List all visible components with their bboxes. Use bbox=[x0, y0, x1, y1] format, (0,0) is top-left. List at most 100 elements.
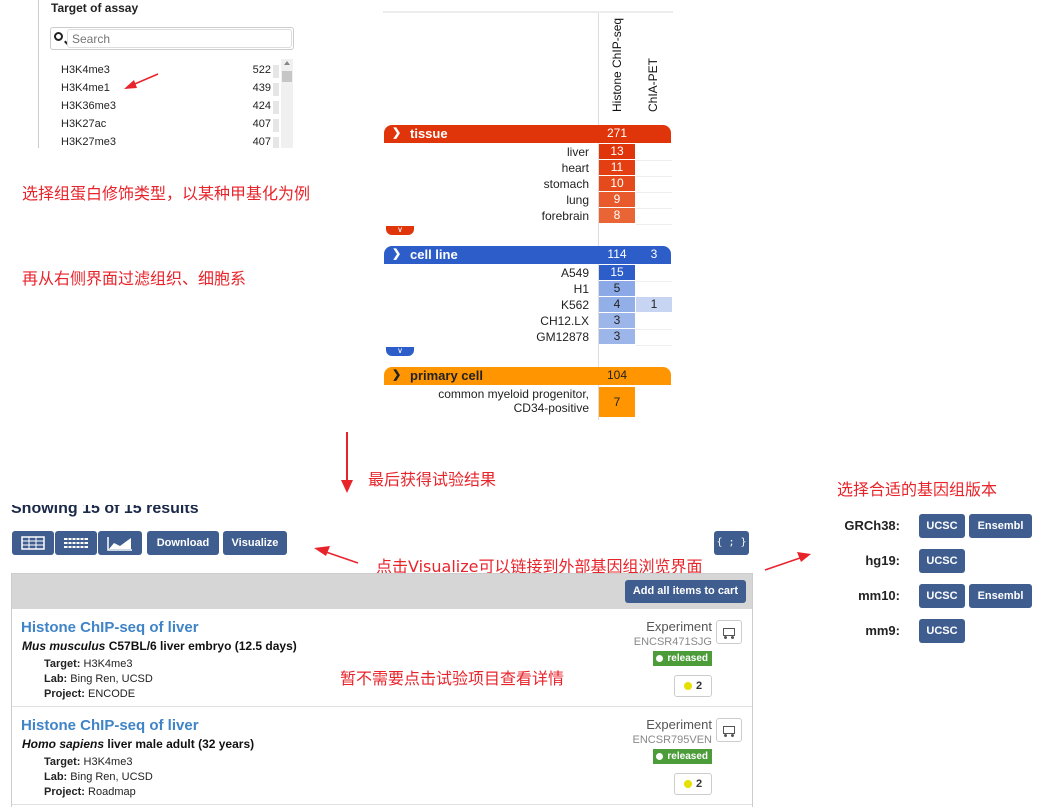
audit-warning-icon bbox=[683, 780, 692, 788]
matrix-cell[interactable]: 8 bbox=[599, 208, 635, 223]
table-view-button[interactable] bbox=[12, 531, 54, 555]
group-header-cell-line[interactable]: ❯ cell line 114 3 bbox=[384, 246, 671, 264]
facet-term-row[interactable]: H3K27me3 407 bbox=[61, 134, 279, 148]
facet-term-bar bbox=[273, 101, 279, 114]
status-badge: released bbox=[653, 749, 712, 764]
row-label[interactable]: K562 bbox=[560, 298, 589, 312]
group-count[interactable]: 104 bbox=[606, 368, 628, 382]
cell-rule bbox=[636, 192, 672, 193]
mm10-ucsc-button[interactable]: UCSC bbox=[919, 584, 965, 608]
audit-button[interactable]: 2 bbox=[674, 675, 712, 697]
row-label[interactable]: common myeloid progenitor, bbox=[438, 387, 589, 401]
note-choose-genome: 选择合适的基因组版本 bbox=[837, 480, 998, 499]
matrix-cell[interactable]: 1 bbox=[636, 297, 672, 312]
matrix-cell[interactable]: 3 bbox=[599, 313, 635, 328]
group-header-tissue[interactable]: ❯ tissue 271 bbox=[384, 125, 671, 143]
matrix-cell[interactable]: 10 bbox=[599, 176, 635, 191]
matrix-cell[interactable]: 13 bbox=[599, 144, 635, 159]
matrix-cell[interactable]: 9 bbox=[599, 192, 635, 207]
add-to-cart-button[interactable] bbox=[716, 718, 742, 742]
download-button[interactable]: Download bbox=[147, 531, 219, 555]
facet-term-row[interactable]: H3K36me3 424 bbox=[61, 98, 279, 116]
scroll-up-icon[interactable] bbox=[284, 61, 290, 65]
matrix-cell[interactable]: 7 bbox=[599, 387, 635, 417]
matrix-cell[interactable]: 3 bbox=[599, 329, 635, 344]
row-label[interactable]: CH12.LX bbox=[540, 314, 589, 328]
visualize-button[interactable]: Visualize bbox=[223, 531, 287, 555]
json-button[interactable]: { ; } bbox=[714, 531, 749, 555]
mm9-ucsc-button[interactable]: UCSC bbox=[919, 619, 965, 643]
group-count[interactable]: 3 bbox=[650, 247, 658, 261]
row-label[interactable]: forebrain bbox=[541, 209, 589, 223]
audit-button[interactable]: 2 bbox=[674, 773, 712, 795]
grch38-ensembl-button[interactable]: Ensembl bbox=[969, 514, 1032, 538]
row-label-continued[interactable]: CD34-positive bbox=[513, 401, 589, 415]
area-chart-icon bbox=[107, 537, 132, 551]
matrix-cell[interactable]: 4 bbox=[599, 297, 635, 312]
result-accession: ENCSR795VEN bbox=[632, 734, 712, 746]
group-name: tissue bbox=[410, 126, 448, 141]
biosample-summary: C57BL/6 liver embryo (12.5 days) bbox=[105, 639, 297, 653]
assay-matrix: Histone ChIP-seq ChIA-PET ❯ tissue 271 l… bbox=[383, 0, 673, 420]
audit-warning-icon bbox=[683, 682, 692, 690]
arrow-to-genome-head bbox=[797, 552, 811, 562]
note-select-target: 选择组蛋白修饰类型，以某种甲基化为例 bbox=[22, 184, 311, 203]
facet-term-row[interactable]: H3K4me3 522 bbox=[61, 62, 279, 80]
row-label[interactable]: A549 bbox=[560, 266, 589, 280]
facet-term-row[interactable]: H3K27ac 407 bbox=[61, 116, 279, 134]
add-all-to-cart-button[interactable]: Add all items to cart bbox=[624, 580, 746, 603]
result-target: Target: H3K4me3 bbox=[44, 756, 132, 768]
matrix-row: liver 13 bbox=[384, 144, 672, 161]
result-project: Project: ENCODE bbox=[44, 688, 135, 700]
status-dot-icon bbox=[656, 655, 664, 662]
lab-value: Bing Ren, UCSD bbox=[67, 673, 153, 685]
facet-scrollbar[interactable] bbox=[281, 59, 293, 148]
group-count[interactable]: 114 bbox=[607, 247, 627, 261]
organism: Homo sapiens bbox=[22, 737, 105, 751]
organism: Mus musculus bbox=[22, 639, 106, 653]
matrix-cell[interactable]: 11 bbox=[599, 160, 635, 175]
row-label[interactable]: stomach bbox=[543, 177, 589, 191]
facet-search-input[interactable] bbox=[67, 29, 292, 48]
matrix-row: A549 15 bbox=[384, 265, 672, 282]
matrix-view-button[interactable] bbox=[55, 531, 97, 555]
facet-term-label: H3K27me3 bbox=[61, 136, 117, 148]
arrow-to-visualize-head bbox=[314, 546, 330, 556]
result-project: Project: Roadmap bbox=[44, 786, 136, 798]
result-lab: Lab: Bing Ren, UCSD bbox=[44, 673, 153, 685]
grch38-ucsc-button[interactable]: UCSC bbox=[919, 514, 965, 538]
cell-rule bbox=[636, 345, 672, 346]
target-label: Target: bbox=[44, 658, 81, 670]
expand-cell-line-button[interactable]: ∨ bbox=[386, 347, 414, 356]
matrix-cell[interactable]: 15 bbox=[599, 265, 635, 280]
expand-tissue-button[interactable]: ∨ bbox=[386, 226, 414, 235]
result-title-link[interactable]: Histone ChIP-seq of liver bbox=[21, 619, 199, 636]
result-item: Histone ChIP-seq of liver Mus musculus C… bbox=[12, 609, 752, 707]
note-visualize: 点击Visualize可以链接到外部基因组浏览界面 bbox=[376, 557, 703, 576]
column-header-chia-pet[interactable]: ChIA-PET bbox=[646, 57, 660, 112]
matrix-divider bbox=[598, 13, 599, 420]
matrix-cell[interactable]: 5 bbox=[599, 281, 635, 296]
column-header-histone-chip-seq[interactable]: Histone ChIP-seq bbox=[610, 17, 624, 112]
row-label[interactable]: GM12878 bbox=[536, 330, 589, 344]
facet-term-label: H3K36me3 bbox=[61, 100, 117, 112]
group-count[interactable]: 271 bbox=[606, 126, 628, 140]
matrix-row: GM12878 3 bbox=[384, 329, 672, 346]
add-to-cart-button[interactable] bbox=[716, 620, 742, 644]
chart-view-button[interactable] bbox=[98, 531, 142, 555]
row-label[interactable]: liver bbox=[566, 145, 589, 159]
target-value: H3K4me3 bbox=[80, 658, 133, 670]
row-label[interactable]: lung bbox=[566, 193, 589, 207]
row-label[interactable]: heart bbox=[561, 161, 589, 175]
scroll-thumb[interactable] bbox=[282, 71, 292, 82]
row-label[interactable]: H1 bbox=[573, 282, 589, 296]
facet-term-row[interactable]: H3K4me1 439 bbox=[61, 80, 279, 98]
result-title-link[interactable]: Histone ChIP-seq of liver bbox=[21, 717, 199, 734]
group-header-primary-cell[interactable]: ❯ primary cell 104 bbox=[384, 367, 671, 385]
genome-label-mm10: mm10: bbox=[858, 588, 900, 603]
group-name: primary cell bbox=[410, 368, 483, 383]
hg19-ucsc-button[interactable]: UCSC bbox=[919, 549, 965, 573]
mm10-ensembl-button[interactable]: Ensembl bbox=[969, 584, 1032, 608]
facet-term-bar bbox=[273, 119, 279, 132]
chevron-down-icon: ∨ bbox=[397, 346, 403, 355]
